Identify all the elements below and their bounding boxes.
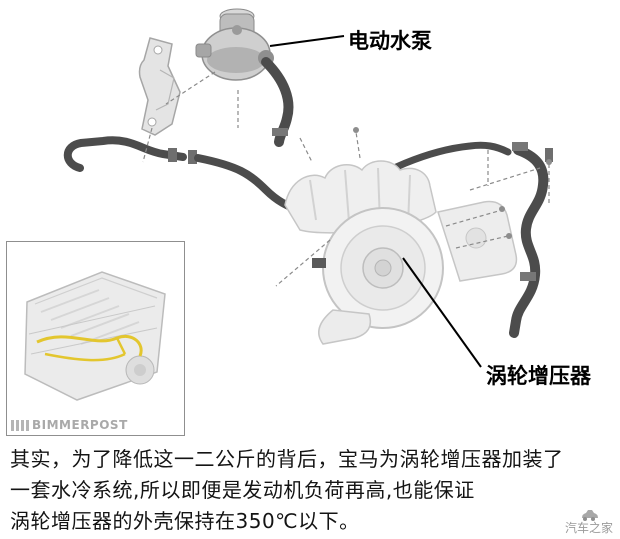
assembly-guide-lines <box>142 71 550 287</box>
turbo-leader-line <box>402 257 482 368</box>
hose-clamp <box>272 128 288 136</box>
caption-line-3: 涡轮增压器的外壳保持在350℃以下。 <box>10 509 360 533</box>
fastener-dots <box>353 127 552 239</box>
engine-inset-thumbnail: BIMMERPOST <box>6 241 185 436</box>
caption-line-2: 一套水冷系统,所以即便是发动机负荷再高,也能保证 <box>10 478 475 502</box>
pump-leader-line <box>269 35 345 47</box>
coolant-hose-left <box>63 136 306 216</box>
coolant-hose-right <box>509 142 553 338</box>
hose-fitting <box>312 258 326 268</box>
autohome-brand-text: 汽车之家 <box>564 521 613 535</box>
label-turbocharger: 涡轮增压器 <box>486 364 591 388</box>
turbocharger-illustration <box>284 160 518 345</box>
bimmerpost-logo-icon <box>11 419 29 431</box>
bimmerpost-text: BIMMERPOST <box>32 418 128 432</box>
label-electric-water-pump: 电动水泵 <box>348 29 432 53</box>
bracket-illustration <box>138 37 181 136</box>
bimmerpost-watermark: BIMMERPOST <box>11 418 128 432</box>
engine-artwork <box>24 271 166 401</box>
autohome-watermark: 汽车之家 <box>565 508 613 535</box>
autohome-logo-icon <box>581 510 598 521</box>
turbo-cooling-diagram: 电动水泵 涡轮增压器 BIMMERPOST <box>6 8 591 436</box>
caption-line-1: 其实，为了降低这一二公斤的背后，宝马为涡轮增压器加装了 <box>10 447 564 471</box>
caption-block: 其实，为了降低这一二公斤的背后，宝马为涡轮增压器加装了 一套水冷系统,所以即便是… <box>0 437 620 539</box>
water-pump-illustration <box>195 8 274 81</box>
diagram-artwork <box>63 8 553 368</box>
